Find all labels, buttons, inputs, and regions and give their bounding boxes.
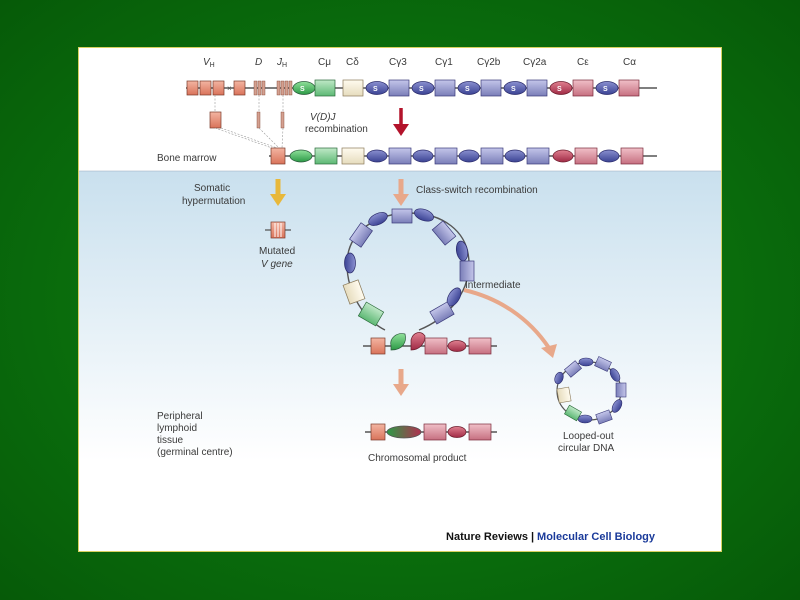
peripheral-label-line-3: tissue [157,435,184,446]
gene-label-cdelta: Cδ [346,57,359,68]
looped-out-label: Looped-out [563,431,614,442]
intermediate-label: Intermediate [465,280,521,291]
hypermutation-label: hypermutation [182,196,245,207]
mutated-v-gene [265,221,291,239]
rearranged-locus [269,147,657,165]
peripheral-label-line-4: (germinal centre) [157,447,233,458]
looped-out-arrow [463,288,557,358]
gene-label-d: D [255,57,262,68]
gene-labels: VH D JH Cμ Cδ Cγ3 Cγ1 Cγ2b Cγ2a Cε Cα [203,57,636,69]
germline-locus: × S S S S S S [186,79,657,97]
gene-label-v-sub: H [210,62,215,69]
svg-text:S: S [511,86,516,93]
svg-text:S: S [557,86,562,93]
publisher-name: Nature Reviews [446,531,528,543]
gene-label-j-sub: H [282,62,287,69]
peripheral-label-line-2: lymphoid [157,423,197,434]
hypermutation-arrow [270,179,286,206]
slide-panel: × S S S S S S [78,47,722,552]
somatic-label: Somatic [194,183,230,194]
svg-text:S: S [465,86,470,93]
intermediate-loop [342,208,475,331]
svg-text:S: S [603,86,608,93]
vdj-label: V(D)J [310,112,337,123]
figure-credit: Nature Reviews|Molecular Cell Biology [446,531,655,543]
journal-name: Molecular Cell Biology [537,531,655,543]
svg-text:VH: VH [203,57,215,69]
gene-label-ce: Cε [577,57,589,68]
svg-text:S: S [373,86,378,93]
mutated-label: Mutated [259,246,295,257]
recombination-label: recombination [305,124,368,135]
gene-label-cmu: Cμ [318,57,331,68]
credit-separator: | [530,531,535,543]
gene-label-cg2b: Cγ2b [477,57,501,68]
circular-dna-label: circular DNA [558,443,614,454]
svg-text:S: S [419,86,424,93]
looped-out-circle [554,356,627,425]
peripheral-label: Peripheral lymphoid tissue (germinal cen… [157,411,233,458]
gene-label-cg1: Cγ1 [435,57,453,68]
chromosomal-arrow [393,369,409,396]
class-switch-diagram: × S S S S S S [79,57,721,464]
chromosomal-label: Chromosomal product [368,453,467,464]
bone-marrow-label: Bone marrow [157,153,217,164]
gene-label-cg3: Cγ3 [389,57,407,68]
gene-label-j: J [276,57,283,68]
gene-label-ca: Cα [623,57,636,68]
v-gene-label: V gene [261,259,293,270]
vdj-joining [209,95,285,149]
svg-text:×: × [227,84,232,93]
peripheral-label-line-1: Peripheral [157,411,203,422]
vdj-arrow [393,108,409,136]
chromosomal-product [365,423,497,441]
csr-arrow [393,179,409,206]
switch-junction [363,332,497,355]
svg-text:JH: JH [276,57,287,69]
csr-label: Class-switch recombination [416,185,538,196]
gene-label-v: V [203,57,211,68]
svg-text:S: S [300,86,305,93]
gene-label-cg2a: Cγ2a [523,57,547,68]
